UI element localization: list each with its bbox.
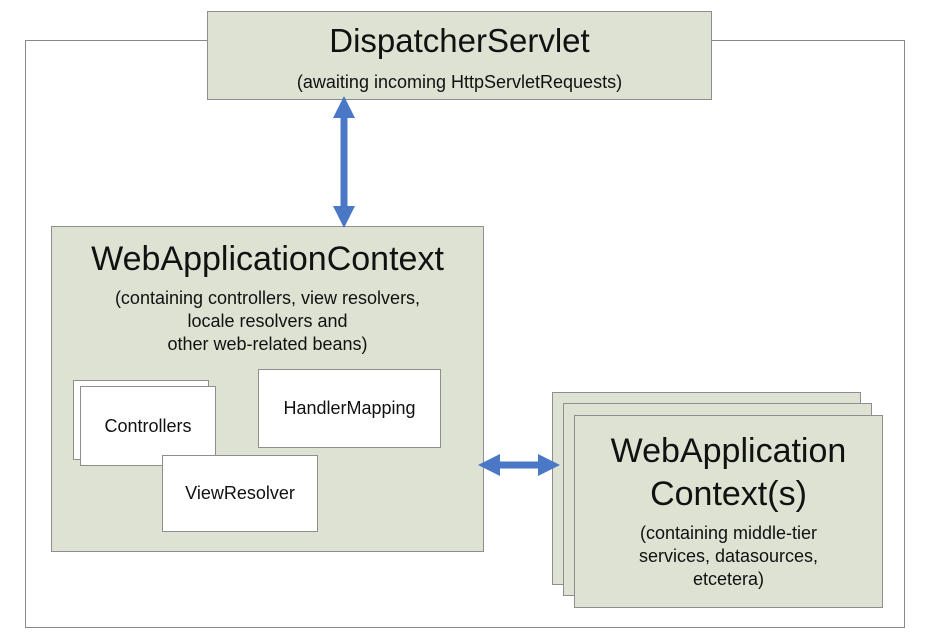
handler-mapping-card: HandlerMapping bbox=[258, 369, 441, 448]
dispatcher-servlet-box: DispatcherServlet (awaiting incoming Htt… bbox=[207, 11, 712, 100]
dispatcher-servlet-subtitle: (awaiting incoming HttpServletRequests) bbox=[296, 72, 623, 92]
handler-mapping-label: HandlerMapping bbox=[283, 398, 416, 418]
vertical-double-arrow bbox=[333, 96, 355, 228]
root-context-description: (containing middle-tier services, dataso… bbox=[638, 523, 819, 589]
horizontal-double-arrow bbox=[478, 454, 560, 476]
root-context-card: WebApplication Context(s) (containing mi… bbox=[574, 415, 883, 608]
web-application-context-title: WebApplicationContext bbox=[91, 240, 444, 278]
view-resolver-label: ViewResolver bbox=[185, 483, 295, 503]
view-resolver-card: ViewResolver bbox=[162, 455, 318, 532]
web-application-context-description: (containing controllers, view resolvers,… bbox=[114, 288, 421, 354]
controllers-card: Controllers bbox=[80, 386, 216, 466]
controllers-label: Controllers bbox=[104, 416, 192, 436]
root-context-title: WebApplication Context(s) bbox=[610, 432, 847, 513]
dispatcher-servlet-title: DispatcherServlet bbox=[329, 22, 590, 59]
